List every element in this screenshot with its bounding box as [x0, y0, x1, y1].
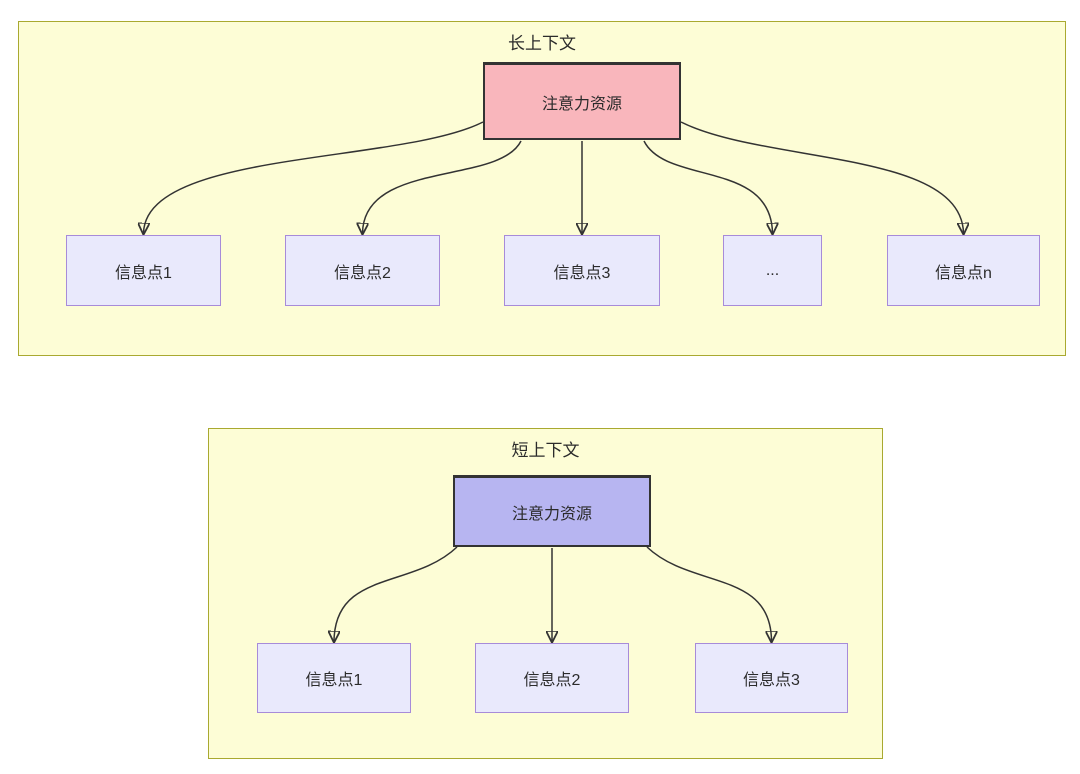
info-node-short-3-label: 信息点3 [743, 672, 800, 689]
info-node-long-2-label: 信息点2 [334, 264, 391, 282]
info-node-long-3-label: 信息点3 [553, 264, 611, 282]
attention-node-short-label: 注意力资源 [511, 505, 592, 523]
info-node-long-1: 信息点1 [66, 235, 221, 306]
info-node-short-1: 信息点1 [257, 643, 411, 713]
info-node-long-2: 信息点2 [285, 235, 440, 306]
long-context-title: 长上下文 [508, 34, 576, 53]
info-node-long-n-label: 信息点n [935, 264, 992, 282]
info-node-long-n: 信息点n [887, 235, 1040, 306]
info-node-long-3: 信息点3 [504, 235, 660, 306]
attention-node-long: 注意力资源 [483, 62, 681, 140]
info-node-short-2: 信息点2 [475, 643, 629, 713]
info-node-long-1-label: 信息点1 [115, 264, 172, 282]
short-context-title: 短上下文 [511, 441, 580, 460]
info-node-short-2-label: 信息点2 [523, 672, 581, 689]
info-node-short-1-label: 信息点1 [305, 672, 363, 689]
attention-node-long-label: 注意力资源 [541, 95, 622, 113]
info-node-long-ellipsis: ... [723, 235, 822, 306]
attention-node-short: 注意力资源 [453, 475, 651, 547]
info-node-short-3: 信息点3 [695, 643, 848, 713]
info-node-long-ellipsis-label: ... [765, 261, 780, 279]
